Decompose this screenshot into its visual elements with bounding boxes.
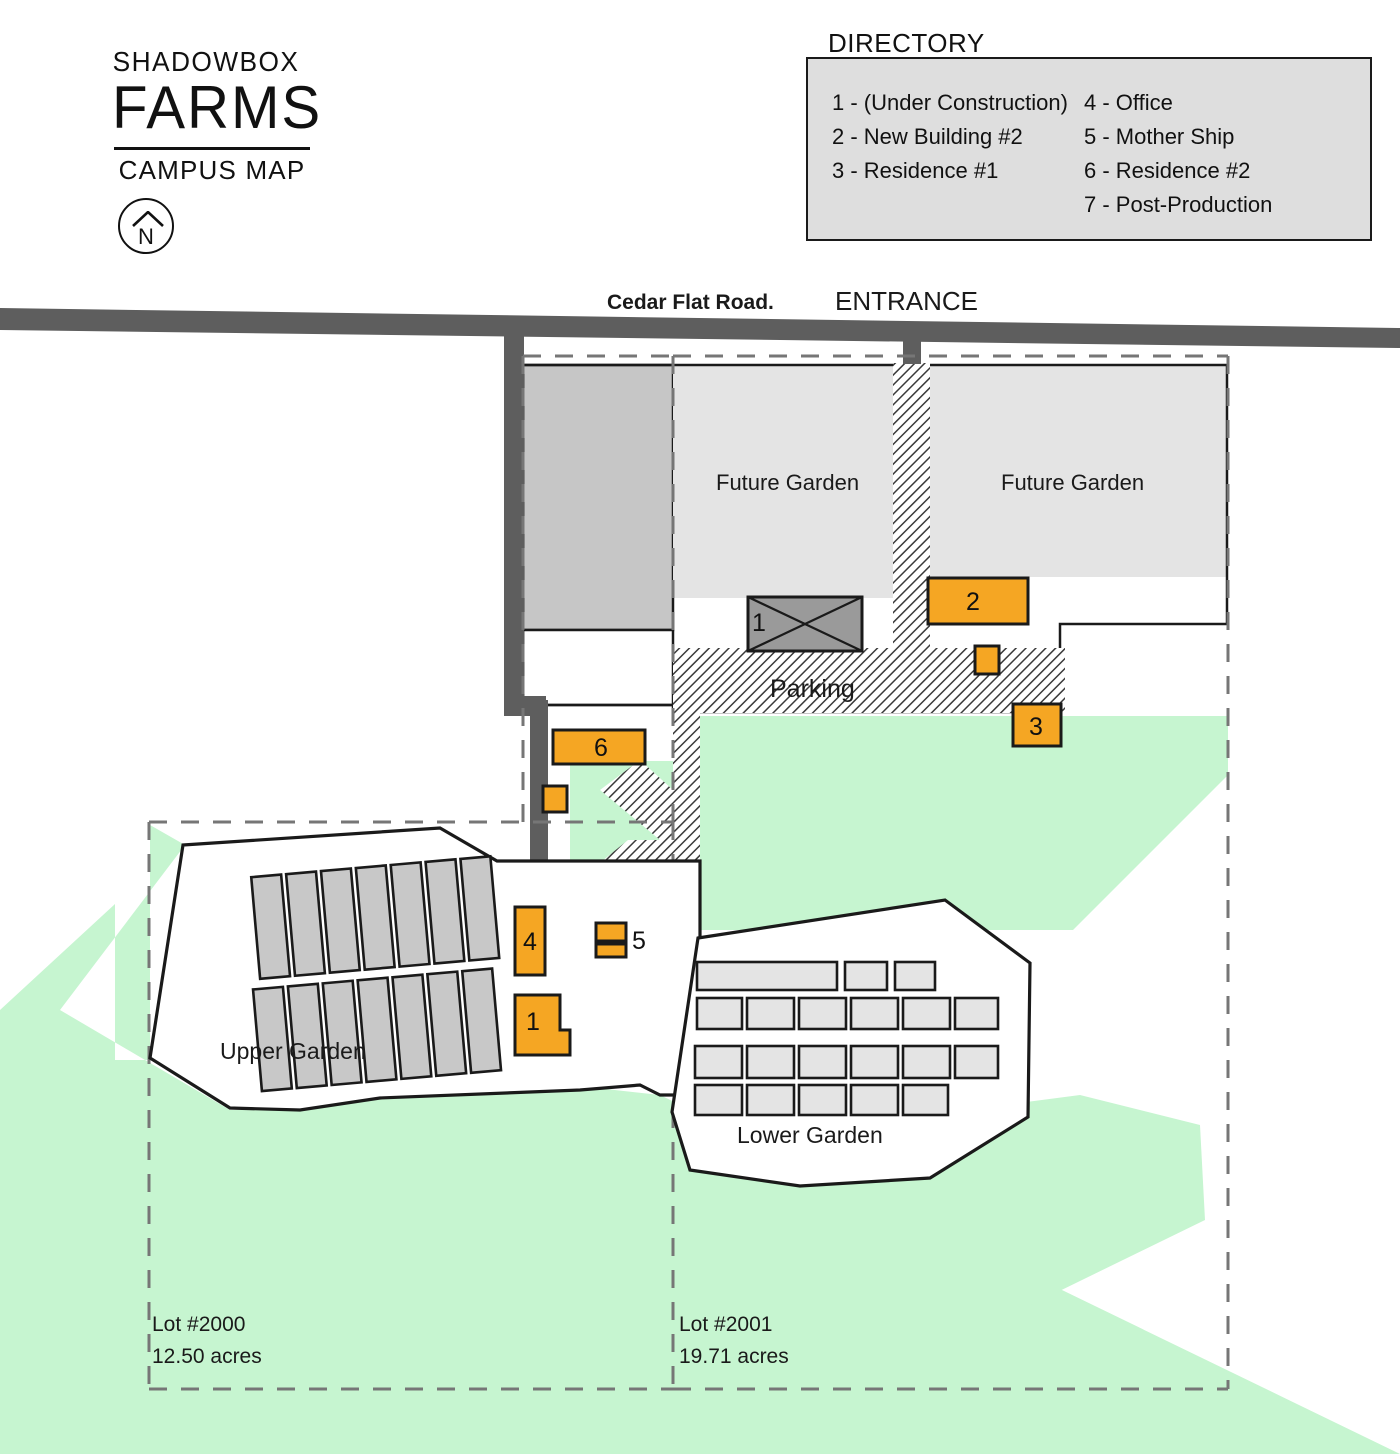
driveway-south-spur [530, 700, 548, 860]
building-6-number: 6 [594, 734, 608, 762]
lower-garden-plots [693, 960, 1000, 1117]
future-garden-1-label: Future Garden [716, 470, 860, 495]
lot-2001-name: Lot #2001 [679, 1313, 773, 1336]
building-5-number: 5 [632, 927, 646, 955]
building-1-parking[interactable] [746, 595, 864, 653]
brand-line-farms: FARMS [112, 74, 323, 141]
outbuilding-near-2[interactable] [973, 644, 1001, 676]
compass-north-letter: N [138, 224, 154, 249]
lower-garden-label: Lower Garden [737, 1122, 883, 1148]
driveway-west-spur [504, 326, 524, 716]
compass-rose: N [118, 198, 174, 254]
lot-2001-acreage: 19.71 acres [679, 1345, 789, 1368]
directory-item-6[interactable]: 6 - Residence #2 [1084, 158, 1251, 183]
building-3[interactable] [1011, 702, 1063, 748]
upper-garden-label: Upper Garden [220, 1038, 366, 1064]
building-6[interactable] [551, 728, 647, 766]
building-4-number: 4 [523, 928, 537, 956]
lot-2000-name: Lot #2000 [152, 1313, 246, 1336]
lot-2000-boundary [147, 820, 675, 1391]
building-2[interactable] [926, 576, 1030, 626]
building-4-office[interactable] [513, 905, 547, 977]
building-1-lower[interactable] [513, 993, 572, 1057]
building-5-mother-ship[interactable] [594, 921, 628, 959]
future-garden-2-area [930, 365, 1227, 577]
upper-garden-beds [249, 854, 503, 1093]
building-2-number: 2 [966, 588, 980, 616]
future-garden-2-label: Future Garden [1001, 470, 1145, 495]
directory-item-1[interactable]: 1 - (Under Construction) [832, 90, 1068, 115]
brand-line-campus-map: CAMPUS MAP [118, 154, 306, 185]
outbuilding-near-6[interactable] [541, 784, 569, 814]
lot-nw-boundary [521, 354, 673, 822]
north-arrow-icon [132, 211, 164, 227]
cedar-flat-road-label: Cedar Flat Road. [607, 291, 774, 314]
future-garden-1-area [673, 365, 893, 598]
lot-2001-boundary [671, 354, 1230, 1391]
directory-list: 1 - (Under Construction) 4 - Office 2 - … [832, 86, 1272, 222]
parking-label: Parking [770, 675, 855, 703]
directory-item-2[interactable]: 2 - New Building #2 [832, 124, 1023, 149]
brand-divider [114, 146, 310, 150]
building-1-lower-number: 1 [526, 1008, 540, 1036]
greenspace-southeast [600, 1095, 1205, 1454]
cedar-flat-road[interactable] [0, 308, 1400, 348]
directory-item-3[interactable]: 3 - Residence #1 [832, 158, 999, 183]
directory-item-5[interactable]: 5 - Mother Ship [1084, 124, 1235, 149]
brand-logo: SHADOWBOX FARMS CAMPUS MAP [112, 46, 323, 185]
directory-title: DIRECTORY [828, 28, 985, 58]
directory-box: 1 - (Under Construction) 4 - Office 2 - … [806, 57, 1372, 241]
building-1-parking-number: 1 [752, 609, 766, 637]
lot-2000-acreage: 12.50 acres [152, 1345, 262, 1368]
building-3-number: 3 [1029, 713, 1043, 741]
entrance-label: ENTRANCE [835, 286, 979, 316]
west-parcel-lower-white [521, 628, 675, 707]
lot-boundaries [147, 354, 1230, 1391]
driveway-entrance-spur [903, 328, 921, 364]
brand-line-shadowbox: SHADOWBOX [112, 46, 300, 77]
directory-item-7[interactable]: 7 - Post-Production [1084, 192, 1273, 217]
west-parcel-darker [521, 363, 675, 632]
directory-item-4[interactable]: 4 - Office [1084, 90, 1173, 115]
